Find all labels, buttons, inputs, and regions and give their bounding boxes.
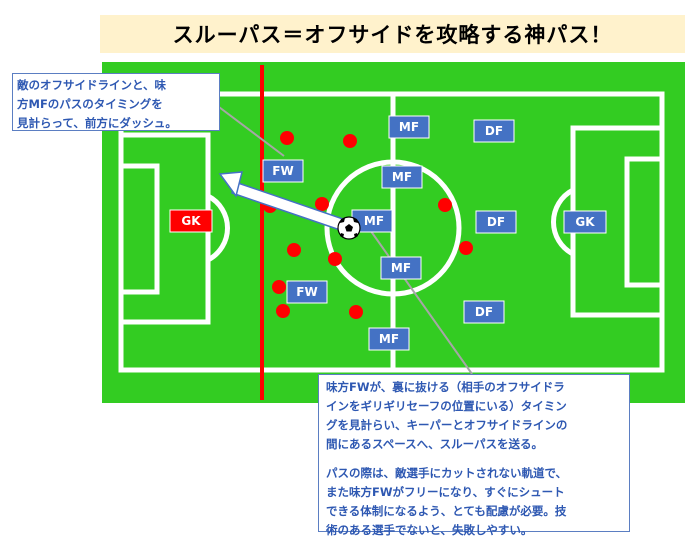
callout-forward-run: 敵のオフサイドラインと、味 方MFのパスのタイミングを 見計らって、前方にダッシ… [12,73,220,131]
player-df-bottom: DF [463,300,505,324]
player-label: DF [485,124,503,138]
player-label: DF [475,305,493,319]
callout-text-line: 間にあるスペースへ、スルーパスを送る。 [326,437,544,451]
player-fw-top: FW [262,159,304,183]
callout-bottom-pointer [367,226,473,375]
callout-top-pointer [214,103,285,157]
player-label: MF [364,214,384,228]
opponent-dot [438,198,452,212]
opponent-dot [459,241,473,255]
callout-text-line: できる体制になるよう、とても配慮が必要。技 [326,504,567,518]
player-mf-upper-center: MF [381,165,423,189]
callout-through-pass: 味方FWが、裏に抜ける（相手のオフサイドラ インをギリギリセーフの位置にいる）タ… [318,374,630,537]
page-title: スルーパス＝オフサイドを攻略する神パス！ [172,23,613,47]
right-goal-area [624,156,665,288]
opponent-dot [280,131,294,145]
callout-text-line: 味方FWが、裏に抜ける（相手のオフサイドラ [326,380,565,394]
player-mf-lower-center: MF [380,256,422,280]
player-label: MF [399,120,419,134]
callout-text-line: 敵のオフサイドラインと、味 [17,78,167,92]
opponent-dot [349,305,363,319]
left-goal-area [118,163,160,295]
player-label: DF [487,215,505,229]
player-label: MF [392,170,412,184]
soccer-ball-icon [337,216,361,240]
callout-text-line: インをギリギリセーフの位置にいる）タイミン [326,399,567,413]
callout-text-line: パスの際は、敵選手にカットされない軌道で、 [326,466,568,480]
callout-text-line: グを見計らい、キーパーとオフサイドラインの [326,418,568,432]
opponent-dot [315,197,329,211]
player-label: MF [379,332,399,346]
left-penalty-arc [206,193,231,263]
callout-text-line: 術のある選手でないと、失敗しやすい。 [326,523,533,537]
player-df-top: DF [473,119,515,143]
opponent-dot [287,243,301,257]
title-banner: スルーパス＝オフサイドを攻略する神パス！ [100,15,685,53]
player-label: GK [181,214,201,228]
opponent-dot [343,134,357,148]
player-fw-bottom: FW [286,280,328,304]
player-gk-left: GK [169,209,213,233]
player-label: MF [391,261,411,275]
callout-text-line: 見計らって、前方にダッシュ。 [17,116,177,130]
callout-text-line: 方MFのパスのタイミングを [17,97,163,111]
opponent-dot [276,304,290,318]
player-label: FW [272,164,293,178]
right-penalty-arc [550,187,575,257]
opponent-dot [328,252,342,266]
player-df-middle: DF [475,210,517,234]
player-gk-right: GK [563,210,607,234]
callout-text-line: また味方FWがフリーになり、すぐにシュート [326,485,565,499]
player-label: GK [575,215,595,229]
player-mf-top: MF [388,115,430,139]
player-mf-bottom: MF [368,327,410,351]
center-circle [324,159,462,297]
opponent-dot [272,280,286,294]
player-label: FW [296,285,317,299]
